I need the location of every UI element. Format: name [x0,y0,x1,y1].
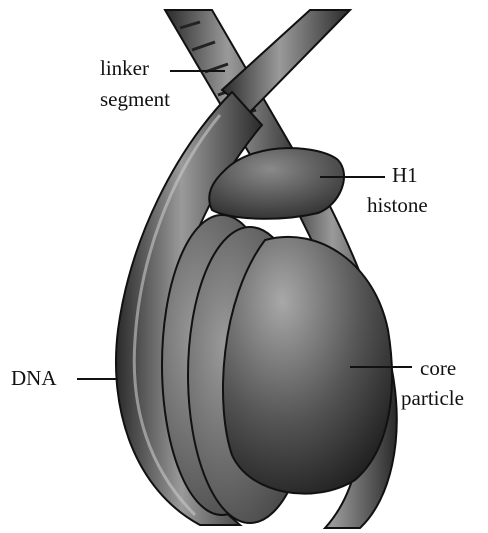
h1-label-line1: H1 [392,163,418,188]
core-label-line1: core [420,356,456,381]
core-particle-shape [223,237,392,494]
dna-label: DNA [11,366,57,391]
linker-label-line2: segment [100,87,170,112]
h1-label-line2: histone [367,193,428,218]
linker-label-line1: linker [100,56,149,81]
core-label-line2: particle [401,386,464,411]
